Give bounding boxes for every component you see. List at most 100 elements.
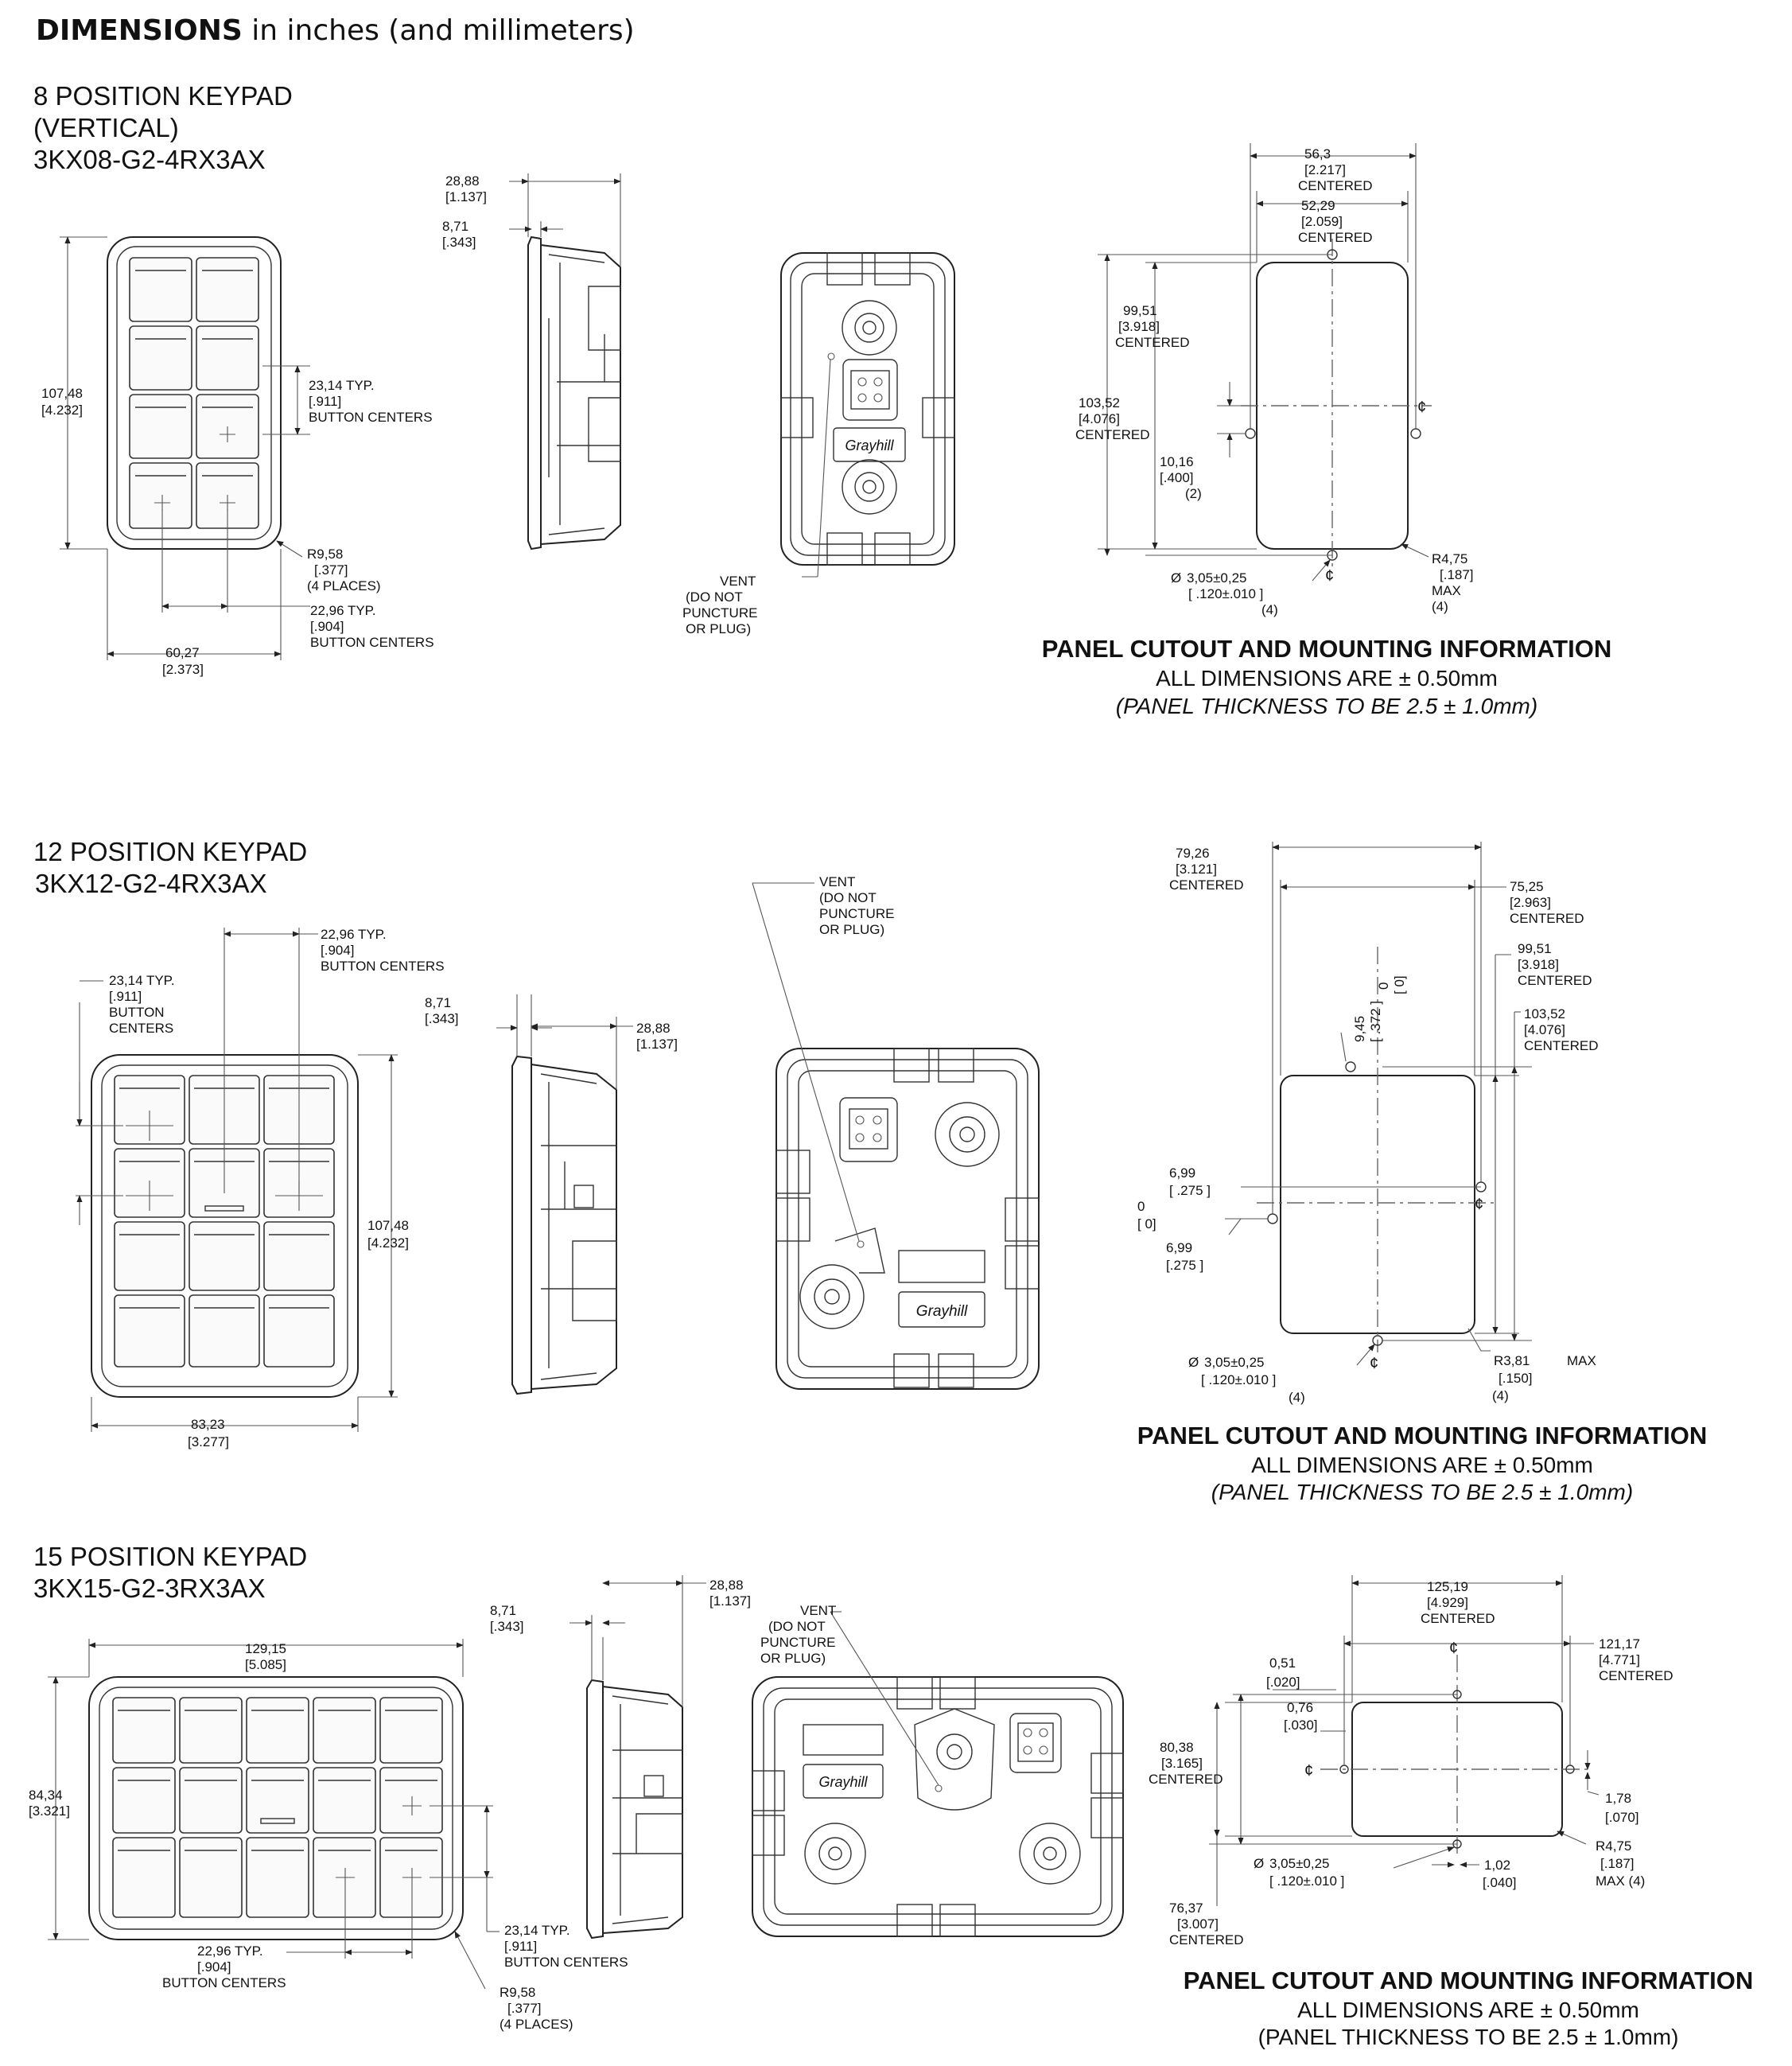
- k15-b-1: 0,76: [1287, 1700, 1313, 1715]
- k12-section: 12 POSITION KEYPAD 3KX12-G2-4RX3AX: [33, 837, 1707, 1504]
- k8-section: 8 POSITION KEYPAD (VERTICAL) 3KX08-G2-4R…: [33, 81, 1611, 718]
- k8-back-view: Grayhill: [780, 252, 955, 566]
- k8-rad-4: (4): [1432, 599, 1448, 614]
- k15-back-view: Grayhill: [752, 1676, 1124, 1937]
- k8-ciw-2: [2.059]: [1301, 214, 1343, 229]
- k15-vent-4: OR PLUG): [760, 1651, 826, 1666]
- k12-logo: Grayhill: [916, 1303, 968, 1320]
- k12-depth-mm: 28,88: [636, 1021, 671, 1036]
- k15-coh-1: 80,38: [1160, 1740, 1194, 1755]
- k8-front-view: [107, 236, 282, 550]
- k15-bezel-in: [.343]: [490, 1619, 524, 1634]
- k12-height-mm: 107,48: [367, 1218, 409, 1233]
- k12-panel-title: PANEL CUTOUT AND MOUNTING INFORMATION: [1137, 1422, 1707, 1449]
- k12-btnv-1: 23,14 TYP.: [109, 973, 175, 988]
- k15-vent-1: VENT: [800, 1603, 836, 1618]
- k12-cl-h: ¢: [1475, 1196, 1483, 1213]
- k15-a-2: [.020]: [1266, 1675, 1300, 1690]
- k8-cih-3: CENTERED: [1115, 335, 1190, 350]
- header-bold: DIMENSIONS: [36, 14, 243, 47]
- k12-off2-1: 6,99: [1166, 1240, 1192, 1255]
- k15-btnh-2: [.904]: [197, 1959, 231, 1975]
- k12-side-view: [511, 1055, 617, 1395]
- k12-coh-3: CENTERED: [1524, 1038, 1599, 1053]
- k12-width-mm: 83,23: [191, 1417, 225, 1432]
- k15-cih-1: 76,37: [1169, 1901, 1203, 1916]
- k12-rad-2: MAX: [1567, 1353, 1596, 1368]
- k12-panel-thick: (PANEL THICKNESS TO BE 2.5 ± 1.0mm): [1211, 1480, 1633, 1504]
- k8-panel-tol: ALL DIMENSIONS ARE ± 0.50mm: [1156, 666, 1498, 691]
- k12-hole-3: (4): [1289, 1390, 1305, 1405]
- k12-off1-2: [ .275 ]: [1169, 1183, 1211, 1198]
- k15-cutout-view: [1320, 1655, 1591, 1854]
- k15-height-mm: 84,34: [29, 1788, 63, 1803]
- k12-rad-1: R3,81: [1494, 1353, 1530, 1368]
- k12-cl-v: ¢: [1370, 1355, 1378, 1372]
- k15-depth-in: [1.137]: [709, 1593, 751, 1609]
- k8-vent-1: VENT: [720, 574, 756, 589]
- k15-radius-3: (4 PLACES): [500, 2017, 573, 2032]
- k8-coh-2: [4.076]: [1079, 411, 1120, 426]
- k12-off1-1: 6,99: [1169, 1165, 1195, 1181]
- k8-hole-1: 3,05±0,25: [1187, 570, 1247, 586]
- k15-side-view: [586, 1679, 683, 1940]
- k12-vent-4: OR PLUG): [819, 922, 884, 937]
- k15-radius-1: R9,58: [500, 1985, 535, 2000]
- k8-btnv-3: BUTTON CENTERS: [309, 410, 433, 425]
- k12-cih-1: 99,51: [1518, 941, 1552, 956]
- k8-off-3: (2): [1185, 486, 1202, 501]
- k15-cow-3: CENTERED: [1421, 1611, 1495, 1626]
- k12-ciw-1: 75,25: [1510, 879, 1544, 894]
- k8-cutout-view: [1241, 239, 1432, 570]
- k8-coh-3: CENTERED: [1075, 427, 1150, 442]
- k12-top-1: 9,45: [1352, 1016, 1367, 1042]
- k8-btnh-1: 22,96 TYP.: [310, 603, 376, 618]
- k12-zero-h-2: [ 0]: [1137, 1216, 1156, 1231]
- k15-vent-2: (DO NOT: [768, 1619, 826, 1634]
- k8-rad-3: MAX: [1432, 583, 1461, 598]
- k8-vent-3: PUNCTURE: [682, 605, 757, 621]
- k8-cow-2: [2.217]: [1304, 162, 1346, 177]
- k12-title-1: 12 POSITION KEYPAD: [33, 837, 307, 866]
- k15-btnv-2: [.911]: [504, 1939, 537, 1954]
- k15-a-1: 0,51: [1269, 1656, 1296, 1671]
- k12-depth-in: [1.137]: [636, 1037, 678, 1052]
- k8-radius-1: R9,58: [307, 547, 343, 562]
- k8-btnv-1: 23,14 TYP.: [309, 378, 375, 393]
- k15-ciw-2: [4.771]: [1599, 1652, 1640, 1667]
- k8-coh-1: 103,52: [1079, 395, 1120, 410]
- k8-radius-3: (4 PLACES): [307, 578, 381, 593]
- header-rest: in inches (and millimeters): [243, 14, 635, 47]
- k15-vent-3: PUNCTURE: [760, 1635, 835, 1650]
- k15-front-view: [88, 1676, 464, 1940]
- k15-cl-left: ¢: [1304, 1762, 1313, 1780]
- k8-height-mm: 107,48: [41, 386, 83, 401]
- k15-hole-2: [ .120±.010 ]: [1269, 1873, 1344, 1889]
- k8-bezel-in: [.343]: [442, 235, 476, 250]
- k12-back-view: Grayhill: [775, 1048, 1040, 1390]
- k15-width-mm: 129,15: [245, 1641, 286, 1656]
- k8-buttons: [129, 257, 259, 529]
- k12-zero-v-1: 0: [1376, 982, 1391, 990]
- k8-cow-1: 56,3: [1304, 146, 1331, 161]
- k8-off-2: [.400]: [1160, 470, 1194, 485]
- k15-panel-title: PANEL CUTOUT AND MOUNTING INFORMATION: [1184, 1967, 1753, 1994]
- k8-btnh-2: [.904]: [310, 619, 344, 634]
- k12-vent-1: VENT: [819, 874, 855, 889]
- k15-depth-mm: 28,88: [709, 1578, 744, 1593]
- k15-btnh-1: 22,96 TYP.: [197, 1943, 263, 1959]
- k12-coh-2: [4.076]: [1524, 1022, 1565, 1037]
- k12-height-in: [4.232]: [367, 1235, 409, 1251]
- k15-cow-1: 125,19: [1427, 1579, 1468, 1594]
- header: DIMENSIONS in inches (and millimeters): [36, 14, 635, 47]
- k12-zero-v-2: [ 0]: [1392, 975, 1407, 994]
- k12-cutout-view: [1257, 947, 1495, 1352]
- k12-btnh-1: 22,96 TYP.: [321, 927, 387, 942]
- k15-ciw-1: 121,17: [1599, 1636, 1640, 1652]
- k8-cih-1: 99,51: [1123, 303, 1157, 318]
- k8-title-1: 8 POSITION KEYPAD: [33, 81, 293, 111]
- k15-hole-1: 3,05±0,25: [1269, 1856, 1330, 1871]
- k12-top-2: [ .372 ]: [1368, 1001, 1383, 1042]
- k15-cih-3: CENTERED: [1169, 1932, 1244, 1947]
- k12-vent-3: PUNCTURE: [819, 906, 894, 921]
